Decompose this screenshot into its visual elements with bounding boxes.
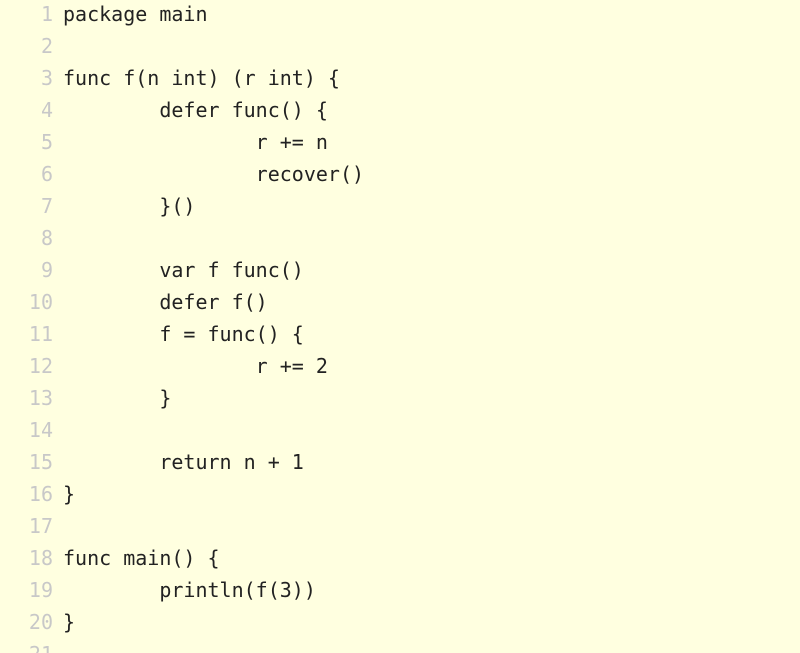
line-text[interactable]: var f func() bbox=[63, 258, 304, 282]
code-line[interactable]: 5 r += n bbox=[0, 126, 800, 158]
line-text[interactable]: r += 2 bbox=[63, 354, 328, 378]
line-number: 13 bbox=[28, 386, 53, 410]
code-line[interactable]: 16 } bbox=[0, 478, 800, 510]
line-number: 4 bbox=[40, 98, 53, 122]
line-text[interactable]: }() bbox=[63, 194, 196, 218]
code-line[interactable]: 20 } bbox=[0, 606, 800, 638]
line-text[interactable]: r += n bbox=[63, 130, 328, 154]
line-number: 8 bbox=[40, 226, 53, 250]
code-line[interactable]: 21 bbox=[0, 638, 800, 653]
line-number: 15 bbox=[28, 450, 53, 474]
code-line[interactable]: 11 f = func() { bbox=[0, 318, 800, 350]
code-line[interactable]: 7 }() bbox=[0, 190, 800, 222]
code-line[interactable]: 4 defer func() { bbox=[0, 94, 800, 126]
line-text[interactable]: return n + 1 bbox=[63, 450, 304, 474]
line-text[interactable]: func main() { bbox=[63, 546, 220, 570]
line-number: 18 bbox=[28, 546, 53, 570]
line-number: 10 bbox=[28, 290, 53, 314]
code-line[interactable]: 3 func f(n int) (r int) { bbox=[0, 62, 800, 94]
line-number: 7 bbox=[40, 194, 53, 218]
line-text[interactable]: recover() bbox=[63, 162, 365, 186]
line-number: 16 bbox=[28, 482, 53, 506]
code-line[interactable]: 12 r += 2 bbox=[0, 350, 800, 382]
code-line[interactable]: 13 } bbox=[0, 382, 800, 414]
line-text[interactable]: } bbox=[63, 610, 76, 634]
line-text[interactable]: func f(n int) (r int) { bbox=[63, 66, 340, 90]
code-line[interactable]: 2 bbox=[0, 30, 800, 62]
code-line[interactable]: 19 println(f(3)) bbox=[0, 574, 800, 606]
line-number: 3 bbox=[40, 66, 53, 90]
line-text[interactable]: defer func() { bbox=[63, 98, 328, 122]
line-number: 1 bbox=[40, 2, 53, 26]
code-line[interactable]: 10 defer f() bbox=[0, 286, 800, 318]
code-line[interactable]: 17 bbox=[0, 510, 800, 542]
code-line[interactable]: 9 var f func() bbox=[0, 254, 800, 286]
line-number: 11 bbox=[28, 322, 53, 346]
line-number: 6 bbox=[40, 162, 53, 186]
line-number: 19 bbox=[28, 578, 53, 602]
line-text[interactable]: package main bbox=[63, 2, 208, 26]
code-line[interactable]: 8 bbox=[0, 222, 800, 254]
line-number: 12 bbox=[28, 354, 53, 378]
code-line[interactable]: 6 recover() bbox=[0, 158, 800, 190]
line-number: 9 bbox=[40, 258, 53, 282]
line-number: 21 bbox=[0, 638, 63, 653]
code-line[interactable]: 15 return n + 1 bbox=[0, 446, 800, 478]
line-text[interactable]: println(f(3)) bbox=[63, 578, 316, 602]
code-line[interactable]: 14 bbox=[0, 414, 800, 446]
code-line[interactable]: 18 func main() { bbox=[0, 542, 800, 574]
line-text[interactable]: f = func() { bbox=[63, 322, 304, 346]
line-number: 2 bbox=[40, 34, 53, 58]
line-number: 5 bbox=[40, 130, 53, 154]
line-number: 20 bbox=[28, 610, 53, 634]
line-number: 14 bbox=[28, 418, 53, 442]
line-number: 17 bbox=[28, 514, 53, 538]
line-text[interactable]: defer f() bbox=[63, 290, 268, 314]
line-text[interactable]: } bbox=[63, 386, 172, 410]
line-text[interactable]: } bbox=[63, 482, 76, 506]
code-line[interactable]: 1 package main bbox=[0, 0, 800, 30]
